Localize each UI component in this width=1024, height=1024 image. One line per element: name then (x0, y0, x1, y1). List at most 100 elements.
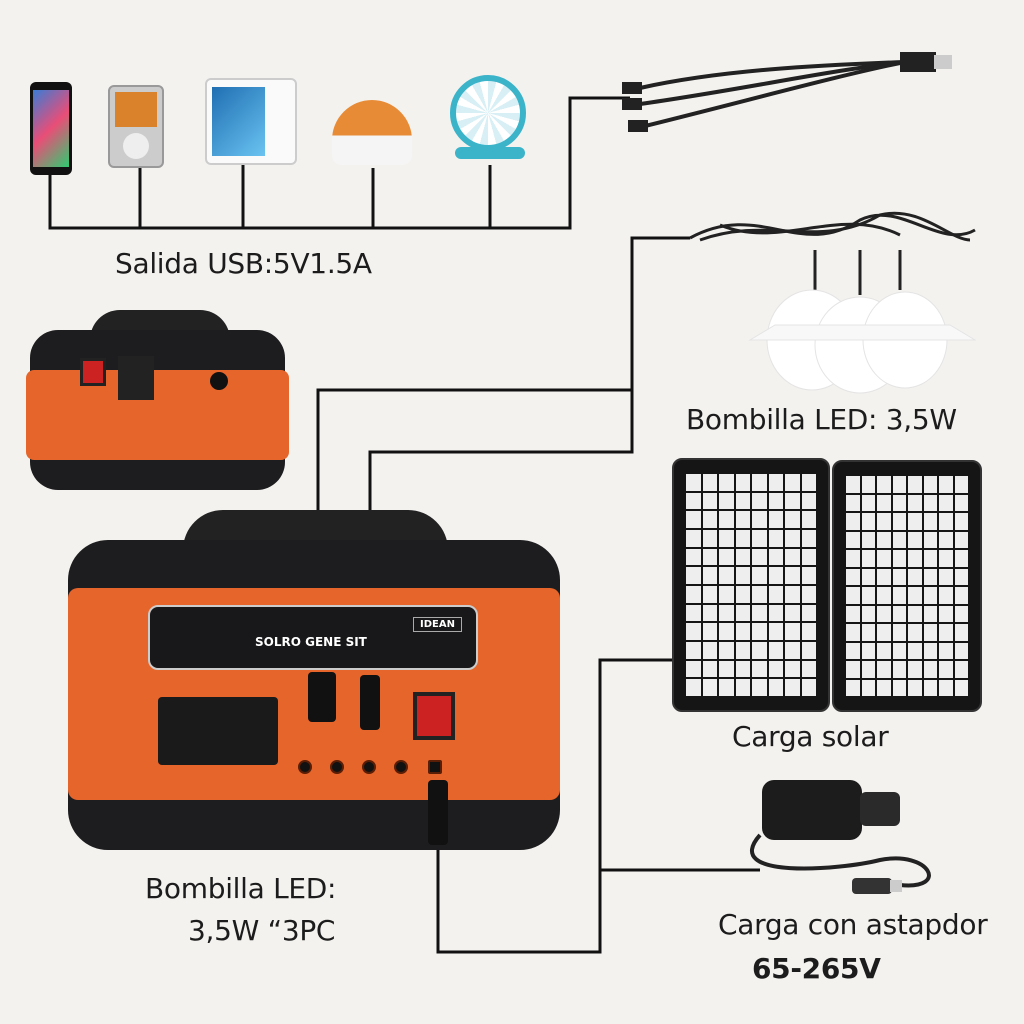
solar-cell (719, 474, 734, 491)
solar-cell (908, 661, 922, 678)
solar-cell (702, 660, 717, 678)
solar-cell (892, 494, 906, 511)
solar-cell (719, 492, 734, 510)
usb-output-label: Salida USB:5V1.5A (115, 247, 372, 280)
solar-cell (801, 567, 816, 584)
solar-cell (702, 641, 717, 659)
solar-cell (719, 679, 734, 696)
solar-cell (908, 531, 922, 548)
solar-cell (939, 568, 953, 585)
solar-cell (846, 550, 860, 567)
solar-cell (752, 679, 767, 696)
solar-cell (785, 660, 800, 678)
solar-cell (686, 492, 701, 510)
solar-cell (785, 492, 800, 510)
device-info-panel: SOLRO GENE SIT IDEAN (148, 605, 478, 670)
solar-cell (702, 585, 717, 603)
solar-cell (954, 605, 968, 622)
solar-cell (735, 623, 750, 640)
solar-cell (908, 513, 922, 530)
power-switch[interactable] (413, 692, 455, 740)
solar-cell (752, 529, 767, 547)
solar-cell (861, 513, 875, 530)
solar-cell (846, 513, 860, 530)
solar-cell (923, 587, 937, 604)
solar-cell (877, 513, 891, 530)
solar-cell (923, 568, 937, 585)
solar-cell (877, 642, 891, 659)
solar-cell (768, 474, 783, 491)
solar-cell (752, 492, 767, 510)
lamp-icon (332, 100, 412, 165)
solar-cell (954, 476, 968, 493)
solar-cell (877, 624, 891, 641)
solar-cell (735, 474, 750, 491)
solar-cell (861, 531, 875, 548)
solar-cell (686, 567, 701, 584)
solar-cell (752, 511, 767, 528)
solar-cell (686, 660, 701, 678)
solar-cell (686, 623, 701, 640)
solar-cell (877, 587, 891, 604)
solar-cell (785, 511, 800, 528)
solar-cell (768, 660, 783, 678)
solar-cell (861, 642, 875, 659)
solar-cell (702, 492, 717, 510)
led-cable-bundle (689, 211, 976, 300)
solar-cell (801, 492, 816, 510)
solar-cell (923, 531, 937, 548)
solar-cell (735, 660, 750, 678)
usb-bus-wire (48, 96, 630, 230)
solar-cell (923, 605, 937, 622)
solar-cell (861, 550, 875, 567)
solar-cell (846, 494, 860, 511)
solar-cell (923, 642, 937, 659)
solar-cell (892, 550, 906, 567)
solar-cell (954, 624, 968, 641)
charge-wire (436, 658, 672, 954)
solar-cell (954, 679, 968, 696)
solar-cell (892, 624, 906, 641)
solar-cell (846, 624, 860, 641)
solar-cell (908, 679, 922, 696)
solar-cell (908, 624, 922, 641)
solar-cell (877, 605, 891, 622)
solar-cell (735, 585, 750, 603)
solar-cell (923, 513, 937, 530)
solar-cell (861, 494, 875, 511)
led-bulb-bottom-label-2: 3,5W “3PC (188, 914, 336, 947)
solar-cell (954, 587, 968, 604)
solar-charge-label: Carga solar (732, 720, 889, 753)
solar-cell (877, 568, 891, 585)
solar-cell (719, 660, 734, 678)
solar-cell (892, 568, 906, 585)
solar-cell (686, 474, 701, 491)
solar-cell (702, 567, 717, 584)
led-bulb-bottom-label-1: Bombilla LED: (145, 872, 337, 905)
solar-cell (752, 641, 767, 659)
solar-cell (768, 567, 783, 584)
solar-cell (861, 661, 875, 678)
solar-cell (719, 567, 734, 584)
solar-cell (801, 529, 816, 547)
solar-cell (892, 531, 906, 548)
device-brand: IDEAN (413, 617, 462, 632)
solar-cell (768, 641, 783, 659)
solar-cell (735, 604, 750, 622)
solar-cell (702, 529, 717, 547)
solar-cell (702, 548, 717, 566)
tablet-icon (205, 78, 297, 165)
solar-cell (801, 474, 816, 491)
solar-cell (846, 587, 860, 604)
solar-cell (702, 679, 717, 696)
solar-cell (735, 641, 750, 659)
solar-cell (939, 642, 953, 659)
solar-cell (939, 550, 953, 567)
solar-cell (939, 661, 953, 678)
solar-cell (785, 623, 800, 640)
solar-cell (785, 679, 800, 696)
solar-cell (785, 567, 800, 584)
device-panel-title: SOLRO GENE SIT (255, 635, 367, 649)
solar-cell (735, 548, 750, 566)
solar-cell (892, 587, 906, 604)
